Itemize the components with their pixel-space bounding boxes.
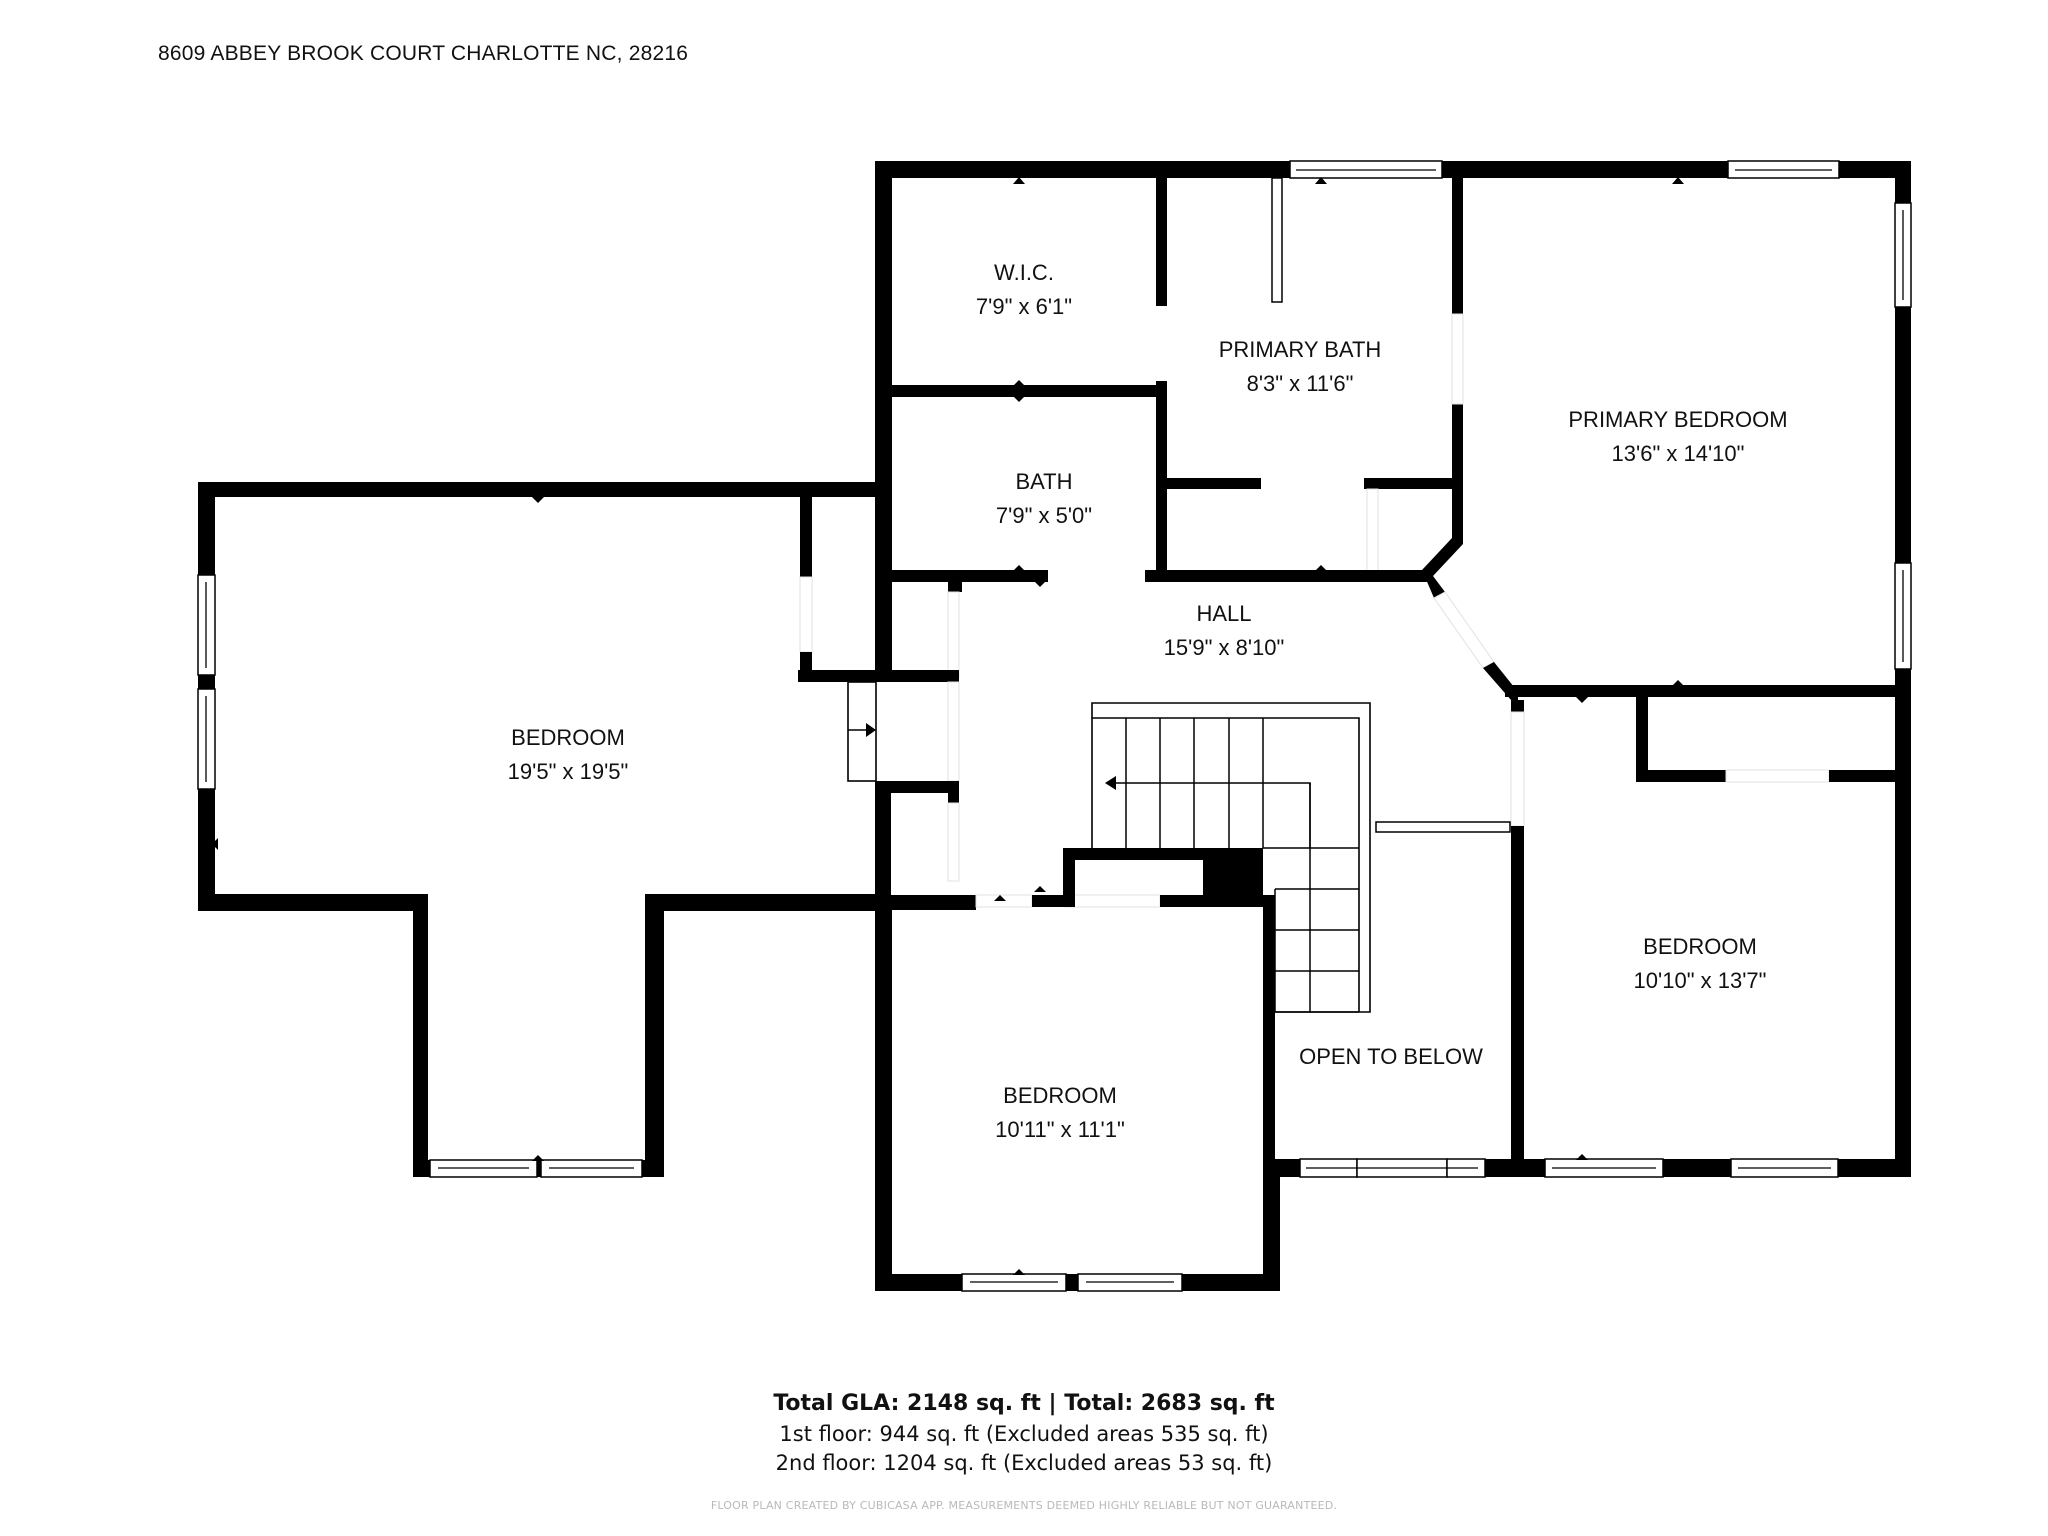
property-address: 8609 ABBEY BROOK COURT CHARLOTTE NC, 282… <box>158 42 689 65</box>
room-label-bath: BATH 7'9" x 5'0" <box>996 465 1092 533</box>
room-name: BEDROOM <box>1003 1083 1117 1108</box>
room-label-primary-bath: PRIMARY BATH 8'3" x 11'6" <box>1219 333 1382 401</box>
room-dimensions: 15'9" x 8'10" <box>1163 635 1285 660</box>
room-dimensions: 10'11" x 11'1" <box>995 1117 1125 1142</box>
room-dimensions: 19'5" x 19'5" <box>507 759 629 784</box>
total-area: Total GLA: 2148 sq. ft | Total: 2683 sq.… <box>773 1391 1275 1416</box>
staircase <box>1091 702 1511 1013</box>
room-dimensions: 7'9" x 6'1" <box>975 294 1073 319</box>
room-name: PRIMARY BATH <box>1218 337 1382 362</box>
room-label-bedroom-large: BEDROOM 19'5" x 19'5" <box>508 721 629 789</box>
room-label-hall: HALL 15'9" x 8'10" <box>1164 597 1285 665</box>
first-floor-area: 1st floor: 944 sq. ft (Excluded areas 53… <box>779 1422 1269 1446</box>
room-label-wic: W.I.C. 7'9" x 6'1" <box>976 256 1072 324</box>
room-name: OPEN TO BELOW <box>1299 1044 1483 1069</box>
dimension-markers <box>212 177 1684 1275</box>
room-name: BEDROOM <box>1643 934 1757 959</box>
room-dimensions: 7'9" x 5'0" <box>995 503 1093 528</box>
room-name: BEDROOM <box>511 725 625 750</box>
room-dimensions: 8'3" x 11'6" <box>1246 371 1354 396</box>
room-label-bedroom-lower: BEDROOM 10'11" x 11'1" <box>995 1079 1125 1147</box>
room-name: PRIMARY BEDROOM <box>1568 407 1788 432</box>
room-label-bedroom-right: BEDROOM 10'10" x 13'7" <box>1634 930 1767 998</box>
walls <box>197 160 1912 1292</box>
second-floor-area: 2nd floor: 1204 sq. ft (Excluded areas 5… <box>775 1451 1273 1475</box>
room-name: HALL <box>1196 601 1252 626</box>
room-dimensions: 10'10" x 13'7" <box>1633 968 1767 993</box>
credit-disclaimer: FLOOR PLAN CREATED BY CUBICASA APP. MEAS… <box>710 1499 1338 1512</box>
room-dimensions: 13'6" x 14'10" <box>1611 441 1745 466</box>
room-label-open-to-below: OPEN TO BELOW <box>1299 1040 1483 1074</box>
room-name: BATH <box>1015 469 1073 494</box>
room-name: W.I.C. <box>994 260 1054 285</box>
room-label-primary-bedroom: PRIMARY BEDROOM 13'6" x 14'10" <box>1568 403 1787 471</box>
